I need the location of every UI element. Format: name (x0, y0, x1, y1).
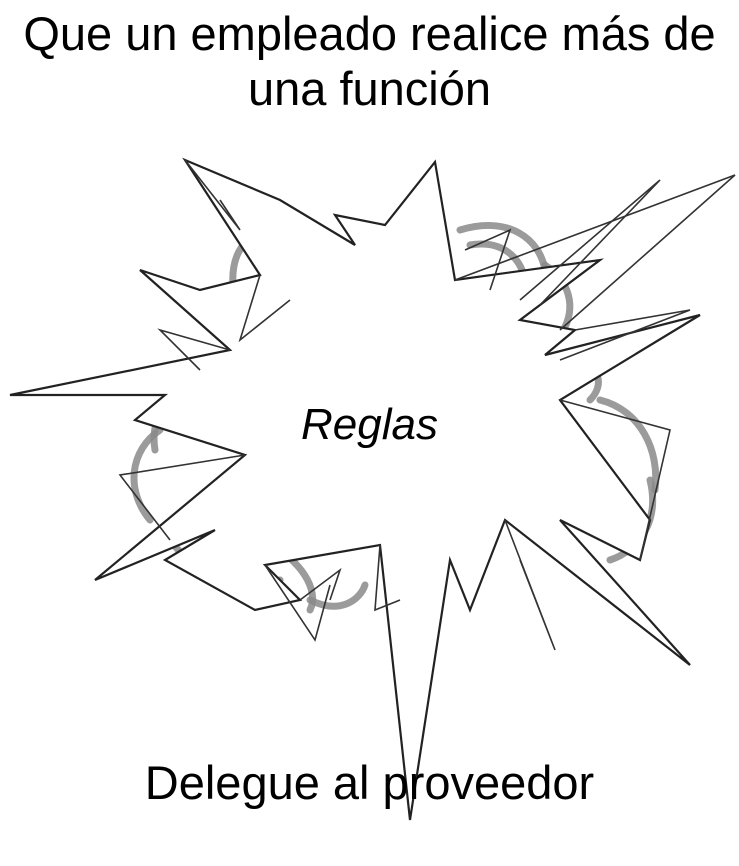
sketch-spikes (118, 159, 736, 651)
top-label: Que un empleado realice más de una funci… (23, 7, 716, 115)
center-label: Reglas (301, 400, 438, 449)
burst-shape (9, 157, 701, 821)
bottom-label: Delegue al proveedor (144, 756, 595, 809)
